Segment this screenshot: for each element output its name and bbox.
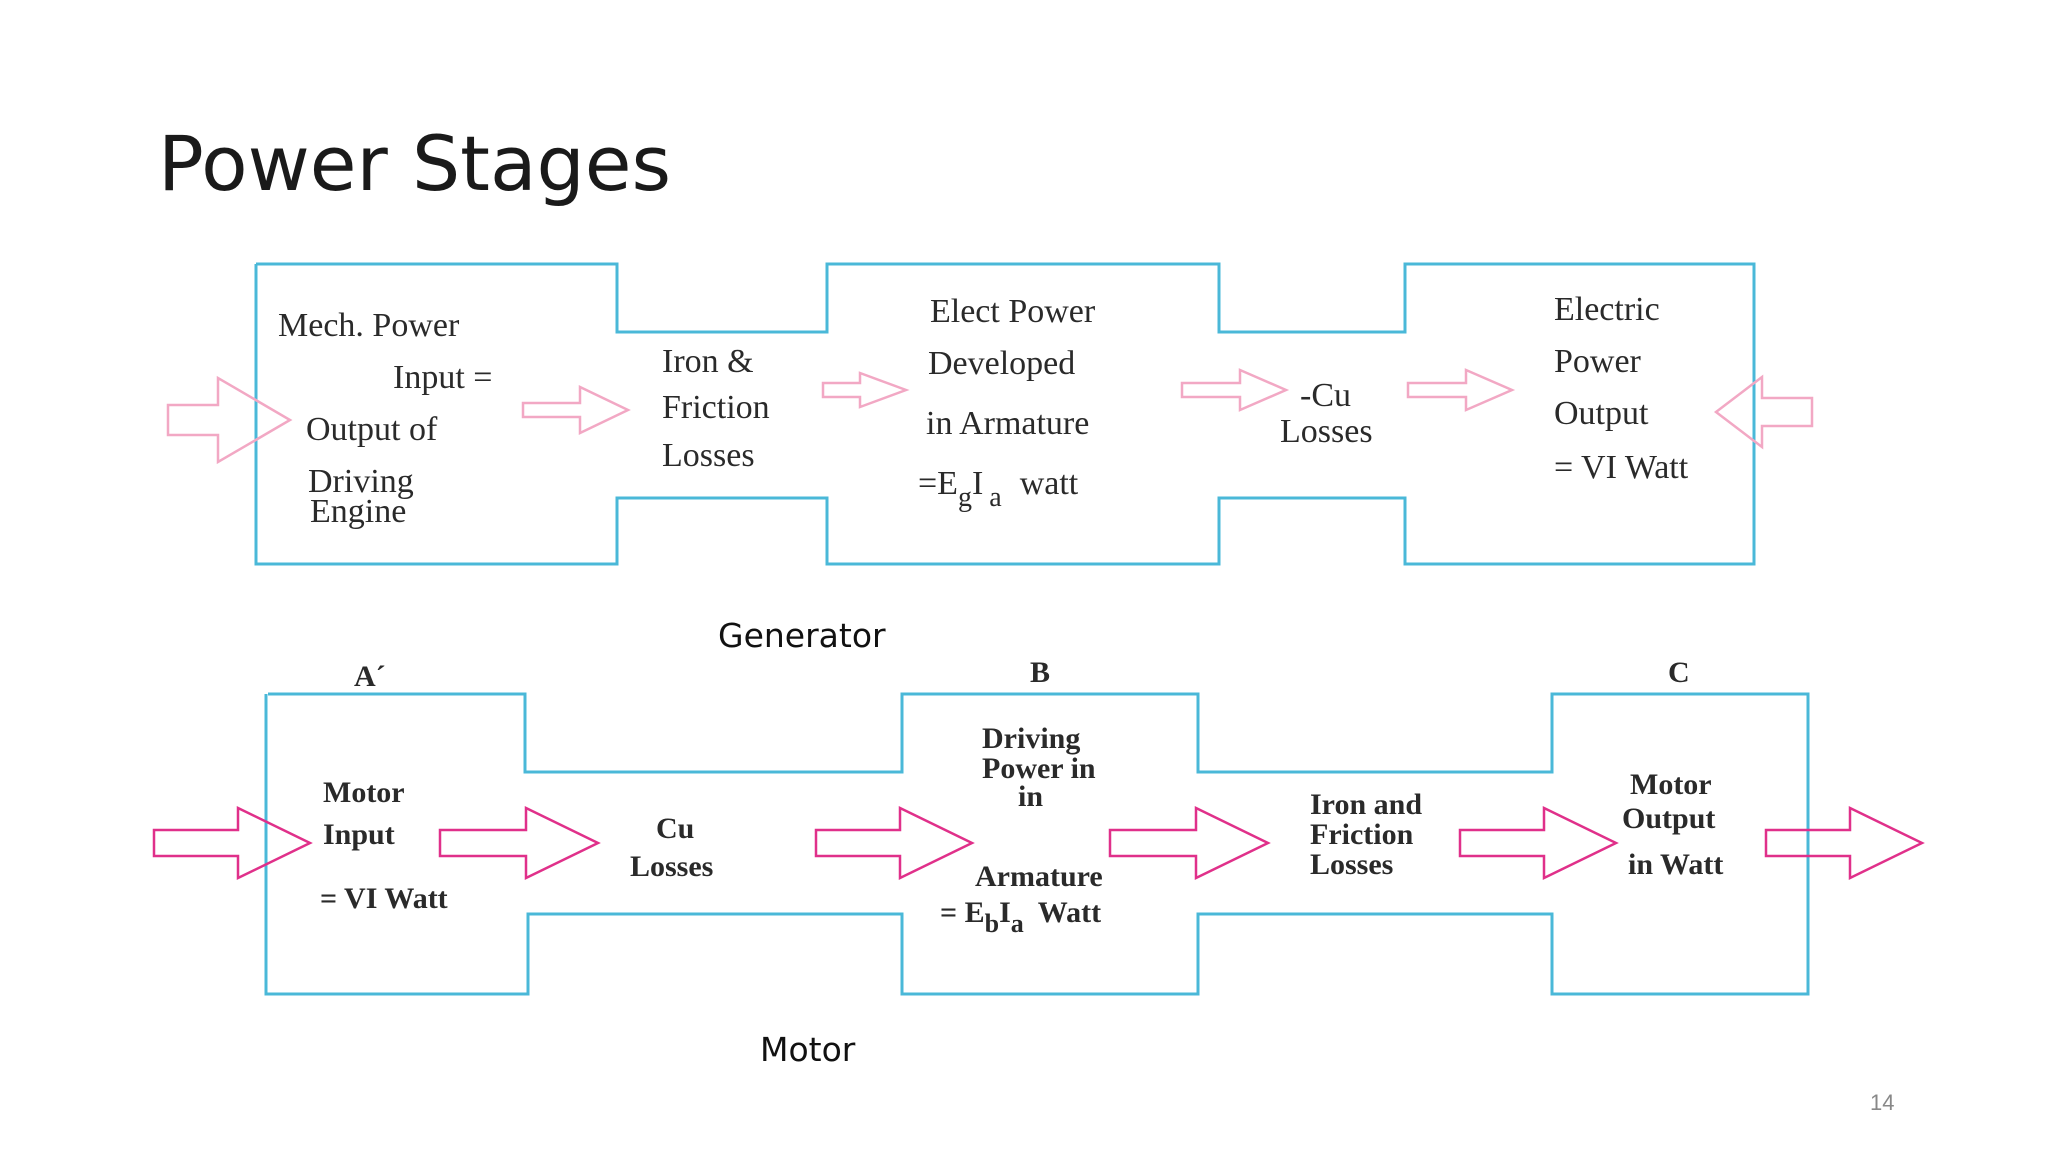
slide-title: Power Stages: [158, 119, 672, 208]
generator-stage3-line4: = VI Watt: [1554, 449, 1689, 486]
generator-arrow-out: [1713, 374, 1814, 450]
generator-stage2-line3: in Armature: [926, 405, 1089, 442]
motor-loss1-text: Cu Losses: [630, 812, 713, 883]
generator-stage3-line1: Electric: [1554, 291, 1660, 328]
motor-arrow-in: [152, 806, 313, 880]
motor-formula-suffix: Watt: [1038, 896, 1101, 929]
generator-loss2-line2: Losses: [1280, 413, 1373, 450]
motor-arrow-2: [814, 806, 975, 880]
motor-formula-sub2: a: [1011, 909, 1024, 938]
motor-loss1-line1: Cu: [656, 812, 694, 845]
generator-formula-mid: I: [972, 465, 983, 502]
motor-loss2-line2: Friction: [1310, 818, 1414, 851]
generator-stage1-line3: Output of: [306, 411, 438, 448]
motor-stage1-text: Motor Input = VI Watt: [320, 776, 448, 915]
motor-stage3-line2: Output: [1622, 802, 1715, 835]
motor-label-a: A´: [354, 660, 386, 693]
motor-loss2-line3: Losses: [1310, 848, 1393, 881]
generator-arrow-2: [821, 371, 910, 409]
motor-loss2-text: Iron and Friction Losses: [1310, 788, 1430, 881]
motor-block-outline: [264, 692, 1810, 996]
generator-loss1-text: Iron & Friction Losses: [662, 343, 778, 474]
motor-formula-mid: I: [999, 896, 1011, 929]
generator-stage1-line5: Engine: [310, 493, 406, 530]
motor-stage2-formula: = EbIa Watt: [940, 896, 1101, 938]
generator-loss1-line3: Losses: [662, 437, 755, 474]
motor-arrow-out: [1764, 806, 1925, 880]
motor-stage1-line2: Input: [323, 818, 395, 851]
generator-stage2-line2: Developed: [928, 345, 1075, 382]
generator-arrow-3: [1180, 368, 1290, 412]
generator-arrow-in: [166, 375, 293, 465]
generator-arrow-4: [1406, 368, 1516, 412]
generator-loss1-line1: Iron &: [662, 343, 754, 380]
motor-formula-sub1: b: [985, 909, 999, 938]
generator-formula-prefix: =E: [918, 465, 958, 502]
generator-stage1-line4: Driving: [308, 463, 414, 500]
motor-stage3-text: Motor Output in Watt: [1622, 768, 1723, 881]
motor-diagram: A´ B C Motor Input = VI Watt Cu: [152, 656, 1925, 996]
motor-stage3-line1: Motor: [1630, 768, 1711, 801]
motor-caption: Motor: [760, 1030, 856, 1069]
generator-stage1-line1: Mech. Power: [278, 307, 460, 344]
motor-stage2-line4: Armature: [975, 860, 1103, 893]
generator-caption: Generator: [718, 616, 886, 655]
motor-stage1-line3: = VI Watt: [320, 882, 448, 915]
motor-stage2-line1: Driving: [982, 722, 1080, 755]
motor-arrow-4: [1458, 806, 1619, 880]
motor-label-c: C: [1668, 656, 1690, 689]
generator-formula-sub1: g: [958, 482, 972, 513]
motor-stage2-text: Driving Power in in Armature: [975, 722, 1103, 893]
generator-formula-sub2: a: [989, 482, 1002, 513]
motor-label-b: B: [1030, 656, 1050, 689]
generator-stage3-text: Electric Power Output = VI Watt: [1554, 291, 1689, 486]
generator-stage1-line2: Input =: [393, 359, 492, 396]
generator-stage2-line1: Elect Power: [930, 293, 1096, 330]
generator-formula-suffix: watt: [1020, 465, 1079, 502]
page-number: 14: [1870, 1090, 1895, 1115]
generator-stage1-text: Mech. Power Input = Output of Driving En…: [278, 307, 501, 530]
motor-loss1-line2: Losses: [630, 850, 713, 883]
motor-arrow-3: [1108, 806, 1271, 880]
generator-block-outline: [254, 262, 1756, 566]
generator-loss2-text: -Cu Losses: [1280, 377, 1373, 450]
generator-stage3-line2: Power: [1554, 343, 1642, 380]
generator-arrow-1: [521, 385, 631, 435]
motor-stage2-line2: Power in: [982, 752, 1096, 785]
generator-stage2-text: Elect Power Developed in Armature: [926, 293, 1104, 442]
motor-arrow-1: [438, 806, 601, 880]
generator-stage3-line3: Output: [1554, 395, 1649, 432]
motor-stage2-line3: in: [1018, 780, 1043, 813]
motor-loss2-line1: Iron and: [1310, 788, 1422, 821]
motor-stage3-line3: in Watt: [1628, 848, 1723, 881]
generator-loss2-line1: -Cu: [1300, 377, 1351, 414]
motor-stage1-line1: Motor: [323, 776, 404, 809]
generator-diagram: Mech. Power Input = Output of Driving En…: [166, 262, 1814, 566]
generator-loss1-line2: Friction: [662, 389, 770, 426]
motor-formula-prefix: = E: [940, 896, 985, 929]
